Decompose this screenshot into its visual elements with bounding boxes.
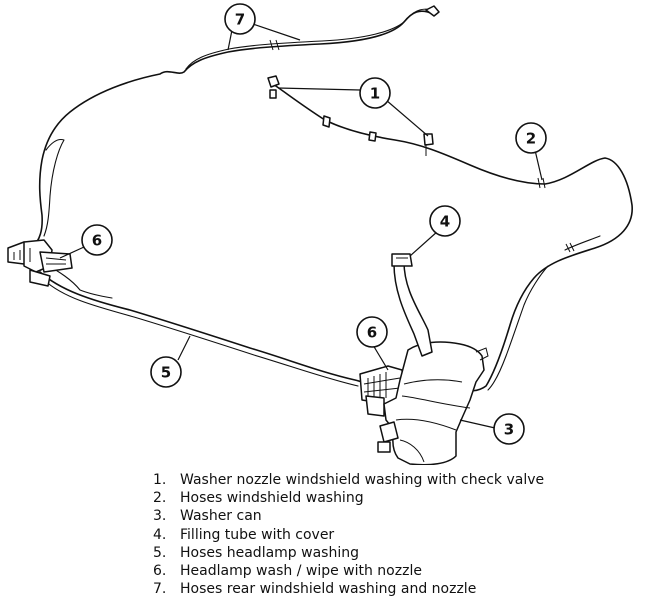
svg-text:7: 7 — [235, 11, 245, 29]
svg-text:3: 3 — [504, 421, 514, 439]
callout-6-left: 6 — [81, 224, 113, 256]
legend-item: 1.Washer nozzle windshield washing with … — [153, 472, 545, 488]
legend-item: 3.Washer can — [153, 508, 262, 525]
callout-4: 4 — [429, 205, 461, 237]
washer-system-diagram: 7 1 2 4 6 6 5 3 — [7, 3, 633, 465]
headlamp-washer-hose — [39, 261, 393, 389]
parts-legend: 1.Washer nozzle windshield washing with … — [153, 471, 544, 598]
legend-item: 2.Hoses windshield washing — [153, 490, 364, 507]
callout-7: 7 — [224, 3, 256, 35]
washer-can — [377, 341, 489, 465]
windshield-washer-hose — [267, 75, 633, 392]
svg-text:1: 1 — [370, 85, 380, 103]
legend-item: 5.Hoses headlamp washing — [153, 544, 359, 561]
callout-5: 5 — [150, 356, 182, 388]
legend-item: 6.Headlamp wash / wipe with nozzle — [153, 563, 422, 580]
svg-text:2: 2 — [526, 130, 536, 148]
rear-washer-hose — [31, 5, 440, 249]
headlamp-washer-right — [359, 365, 405, 417]
legend-item: 7.Hoses rear windshield washing and nozz… — [153, 581, 477, 598]
svg-text:4: 4 — [440, 213, 450, 231]
svg-text:6: 6 — [92, 232, 102, 250]
callout-1: 1 — [359, 77, 391, 109]
callout-3: 3 — [493, 413, 525, 445]
filling-tube — [391, 253, 433, 357]
headlamp-washer-left — [7, 239, 73, 287]
callout-6-right: 6 — [356, 316, 388, 348]
callout-2: 2 — [515, 122, 547, 154]
svg-text:6: 6 — [367, 324, 377, 342]
legend-item: 4.Filling tube with cover — [153, 526, 335, 543]
svg-text:5: 5 — [161, 364, 171, 382]
leader-lines — [59, 22, 543, 429]
